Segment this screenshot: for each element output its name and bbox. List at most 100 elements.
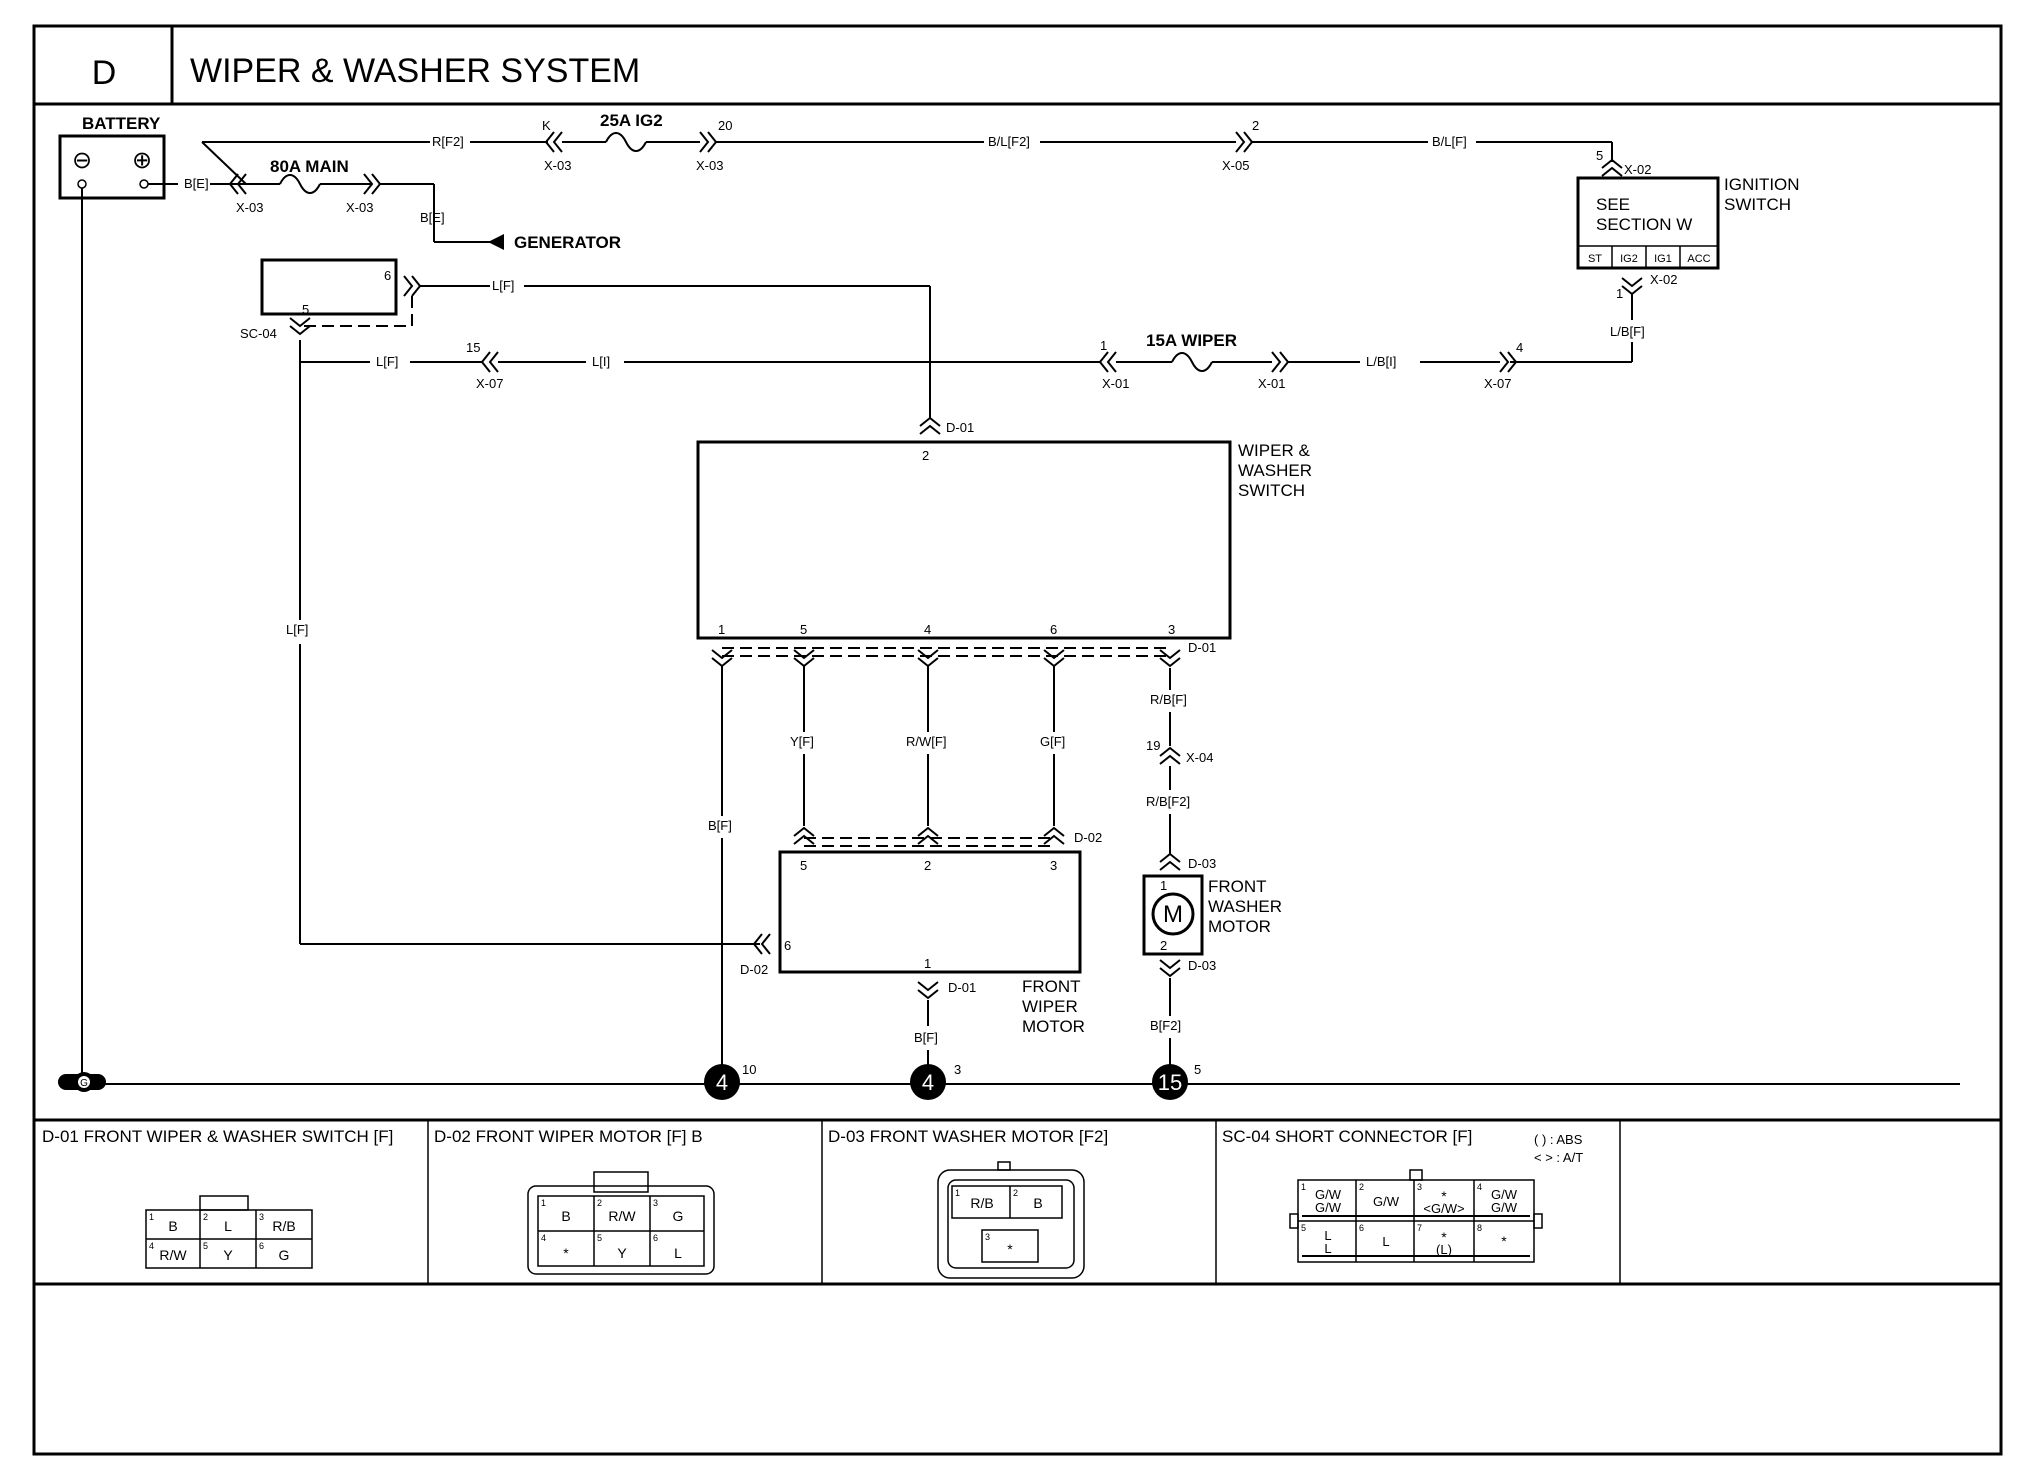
legend-sc04-v2a: G/W xyxy=(1373,1194,1400,1209)
battery-positive-icon: ⊕ xyxy=(132,147,152,174)
front-washer-label-3: MOTOR xyxy=(1208,917,1271,936)
legend-d01-v3: R/B xyxy=(272,1218,295,1234)
legend-sc04-v4a: G/W xyxy=(1491,1187,1518,1202)
x02-label-bottom: X-02 xyxy=(1650,272,1677,287)
wiper-washer-switch-box xyxy=(696,440,1232,640)
legend-d02-n3: 3 xyxy=(653,1198,658,1208)
pin-19-x04: 19 xyxy=(1146,738,1160,753)
ign-terminal-ig2: IG2 xyxy=(1620,253,1638,265)
pin-15-x07: 15 xyxy=(466,340,480,355)
motor-pin-1: 1 xyxy=(924,956,931,971)
ground-symbol: G xyxy=(80,1078,88,1089)
legend-d02-v3: G xyxy=(673,1208,684,1224)
switch-pin-3: 3 xyxy=(1168,622,1175,637)
legend-sc04-v3b: <G/W> xyxy=(1423,1201,1464,1216)
ground-node-3-num: 15 xyxy=(1158,1070,1182,1095)
wire-bl-f2: B/L[F2] xyxy=(988,134,1030,149)
legend-d01-n6: 6 xyxy=(259,1241,264,1251)
ign-terminal-acc: ACC xyxy=(1687,253,1710,265)
ground-node-1-pin: 10 xyxy=(742,1062,756,1077)
ground-node-3 xyxy=(1152,1064,1188,1100)
x05-label: X-05 xyxy=(1222,158,1249,173)
legend-d01-n1: 1 xyxy=(149,1212,154,1222)
x07-label-left: X-07 xyxy=(476,376,503,391)
wiper-switch-label-2: WASHER xyxy=(1238,461,1312,480)
pin-5-x02: 5 xyxy=(1596,148,1603,163)
wire-b-e-1: B[E] xyxy=(184,176,209,191)
wire-l-f-3: L[F] xyxy=(286,622,308,637)
fuse-wiper-label: 15A WIPER xyxy=(1146,331,1237,350)
d02-label-top: D-02 xyxy=(1074,830,1102,845)
d01-shield-dash xyxy=(722,647,1170,657)
pin20-connector xyxy=(699,131,718,153)
legend-sc04-n4: 4 xyxy=(1477,1182,1482,1192)
switch-pin-2: 2 xyxy=(922,448,929,463)
x04-connector xyxy=(1159,746,1181,765)
front-washer-motor-box xyxy=(1142,874,1204,956)
d02-shield-dash xyxy=(804,837,1054,847)
wire-b-f-1: B[F] xyxy=(708,818,732,833)
legend-sc04-title: SC-04 SHORT CONNECTOR [F] xyxy=(1222,1127,1472,1146)
pin-6-sc04: 6 xyxy=(384,268,391,283)
legend-sc04-v5b: L xyxy=(1324,1241,1331,1256)
d01-conn-pin1 xyxy=(711,649,733,668)
battery-neg-terminal xyxy=(77,179,87,189)
wire-bl-f: B/L[F] xyxy=(1432,134,1467,149)
x07-connector-left xyxy=(480,351,499,373)
legend-d02-n4: 4 xyxy=(541,1233,546,1243)
d01-label-motor: D-01 xyxy=(948,980,976,995)
d02-conn-pin3 xyxy=(1043,826,1065,845)
d01-conn-pin3 xyxy=(1159,649,1181,668)
battery-negative-icon: ⊖ xyxy=(72,147,92,174)
wire-l-f-2: L[F] xyxy=(492,278,514,293)
d01-conn-motor xyxy=(917,981,939,1000)
legend-d01-connector xyxy=(145,1195,313,1269)
ignition-switch-label-1: IGNITION xyxy=(1724,175,1800,194)
d01-label-bottom: D-01 xyxy=(1188,640,1216,655)
wiper-switch-label-3: SWITCH xyxy=(1238,481,1305,500)
wire-b-f-2: B[F] xyxy=(914,1030,938,1045)
legend-d01-v6: G xyxy=(279,1247,290,1263)
fuse-ig2-label: 25A IG2 xyxy=(600,111,663,130)
d03-label-top: D-03 xyxy=(1188,856,1216,871)
legend-sc04-v8a: * xyxy=(1501,1233,1507,1249)
section-letter: D xyxy=(92,54,117,92)
k-connector xyxy=(544,131,563,153)
front-wiper-motor-box xyxy=(778,850,1082,974)
legend-d03-title: D-03 FRONT WASHER MOTOR [F2] xyxy=(828,1127,1108,1146)
washer-motor-icon xyxy=(1151,892,1195,936)
fuse-main-label: 80A MAIN xyxy=(270,157,349,176)
legend-d02-n1: 1 xyxy=(541,1198,546,1208)
see-section-line1: SEE xyxy=(1596,195,1630,214)
legend-d03-connector xyxy=(937,1161,1085,1279)
legend-d03-n2: 2 xyxy=(1013,1188,1018,1198)
wire-l-i: L[I] xyxy=(592,354,610,369)
d03-connector-bottom xyxy=(1159,959,1181,978)
legend-sc04-n2: 2 xyxy=(1359,1182,1364,1192)
x02-connector-top xyxy=(1601,158,1623,177)
pin-5-sc04: 5 xyxy=(302,302,309,317)
legend-sc04-note2: < > : A/T xyxy=(1534,1150,1583,1165)
x03-label-3: X-03 xyxy=(544,158,571,173)
front-wiper-label-3: MOTOR xyxy=(1022,1017,1085,1036)
fuse-ig2-symbol xyxy=(605,132,647,152)
ground-node-1-num: 4 xyxy=(716,1070,728,1095)
x04-label: X-04 xyxy=(1186,750,1213,765)
pin-1-x02: 1 xyxy=(1616,286,1623,301)
legend-d02-v2: R/W xyxy=(608,1208,636,1224)
wire-lb-i: L/B[I] xyxy=(1366,354,1396,369)
legend-sc04-n3: 3 xyxy=(1417,1182,1422,1192)
legend-sc04-v3a: * xyxy=(1441,1188,1447,1204)
wire-g-f: G[F] xyxy=(1040,734,1065,749)
generator-arrow-icon xyxy=(488,234,504,250)
front-wiper-label-2: WIPER xyxy=(1022,997,1078,1016)
sc04-block xyxy=(260,258,398,316)
legend-d02-n6: 6 xyxy=(653,1233,658,1243)
d02-conn-pin2 xyxy=(917,826,939,845)
ground-node-3-pin: 5 xyxy=(1194,1062,1201,1077)
legend-sc04-note1: ( ) : ABS xyxy=(1534,1132,1583,1147)
sc04-label: SC-04 xyxy=(240,326,277,341)
legend-sc04-v1a: G/W xyxy=(1315,1187,1342,1202)
switch-pin-4: 4 xyxy=(924,622,931,637)
